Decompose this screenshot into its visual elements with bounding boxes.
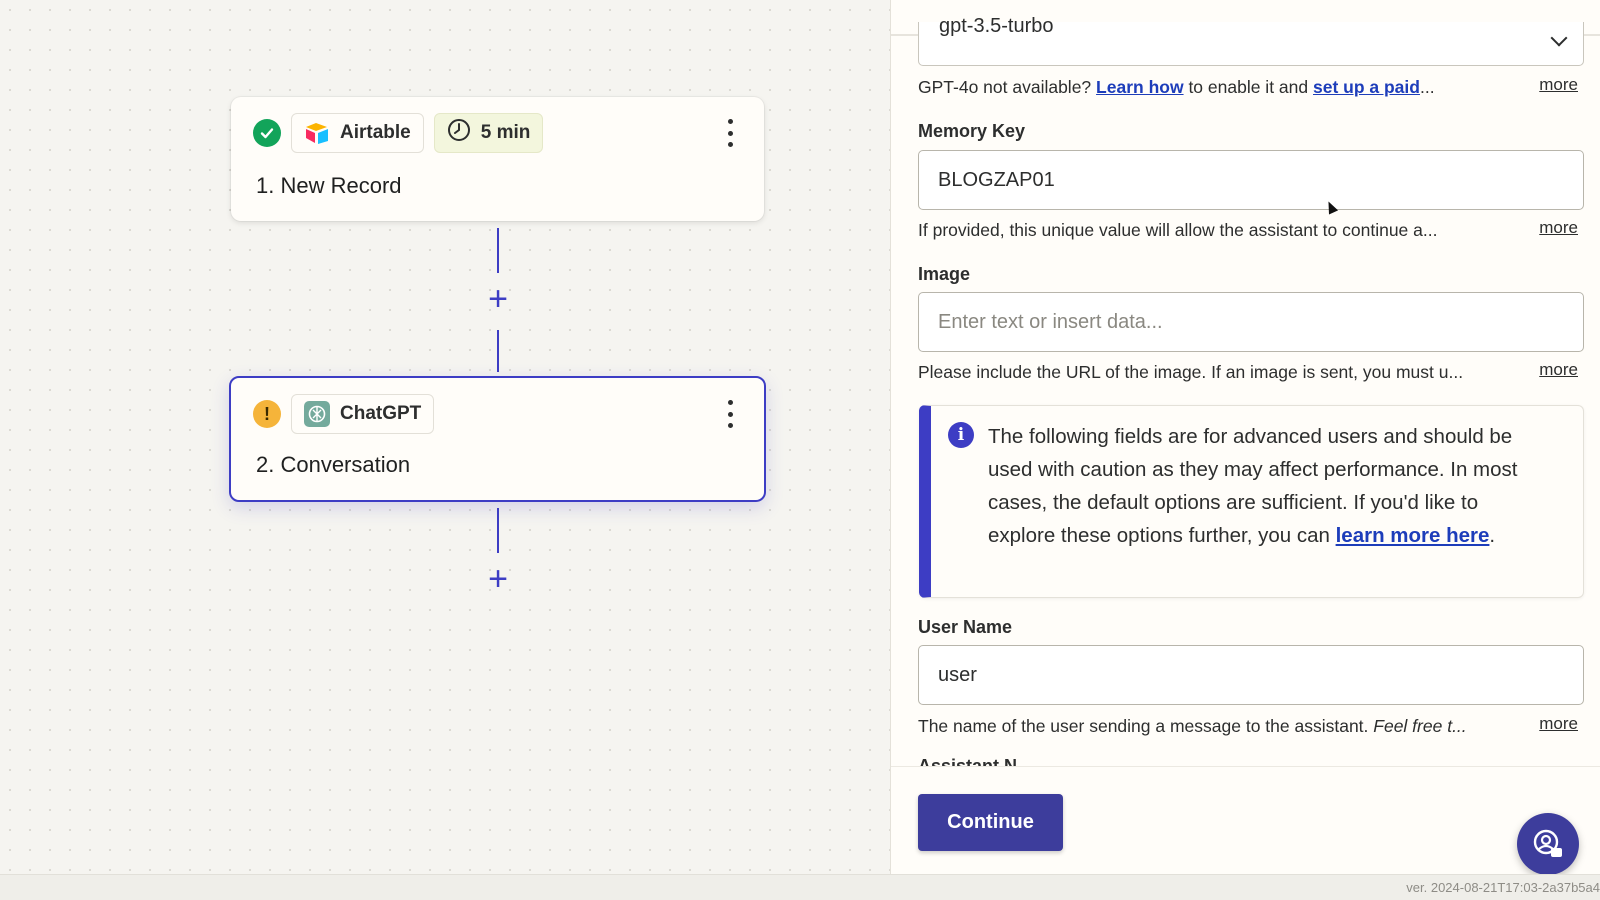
- step-config-panel: gpt-3.5-turbo GPT-4o not available? Lear…: [890, 0, 1600, 874]
- step-card-trigger[interactable]: Airtable 5 min 1. New Record: [231, 97, 764, 221]
- step-title: 2. Conversation: [256, 452, 411, 477]
- image-label: Image: [918, 264, 971, 284]
- clock-icon: [447, 118, 471, 148]
- callout-text: The following fields are for advanced us…: [988, 425, 1518, 547]
- step-card-header: Airtable 5 min: [253, 113, 544, 153]
- app-chip-airtable[interactable]: Airtable: [291, 113, 424, 153]
- panel-footer: Continue: [891, 766, 1600, 874]
- chevron-down-icon[interactable]: [1550, 29, 1568, 47]
- connector-line: [497, 508, 499, 553]
- version-label: ver. 2024-08-21T17:03-2a37b5a4: [1406, 880, 1600, 895]
- more-link[interactable]: more: [1539, 360, 1578, 379]
- memory-key-label: Memory Key: [918, 121, 1026, 141]
- more-link[interactable]: more: [1539, 75, 1578, 94]
- airtable-logo: [304, 120, 330, 146]
- support-chat-icon[interactable]: [1517, 813, 1579, 874]
- kebab-menu-icon[interactable]: [720, 396, 740, 432]
- app-name: ChatGPT: [340, 403, 422, 424]
- memory-key-input[interactable]: BLOGZAP01: [918, 150, 1584, 210]
- learn-how-link[interactable]: Learn how: [1096, 77, 1184, 97]
- app-name: Airtable: [340, 122, 411, 143]
- user-name-help: The name of the user sending a message t…: [918, 716, 1467, 736]
- exclamation-circle-icon: !: [253, 400, 281, 428]
- info-icon: i: [948, 422, 974, 448]
- model-select[interactable]: gpt-3.5-turbo: [918, 15, 1584, 66]
- kebab-menu-icon[interactable]: [720, 115, 740, 151]
- interval-label: 5 min: [480, 122, 531, 143]
- continue-button[interactable]: Continue: [918, 794, 1063, 851]
- polling-interval-chip[interactable]: 5 min: [433, 113, 544, 153]
- step-card-action[interactable]: ! ChatGPT 2. Conversation: [229, 376, 766, 502]
- more-link[interactable]: more: [1539, 714, 1578, 733]
- learn-more-here-link[interactable]: learn more here: [1335, 524, 1490, 547]
- check-circle-icon: [253, 119, 281, 147]
- more-link[interactable]: more: [1539, 218, 1578, 237]
- memory-key-help: If provided, this unique value will allo…: [918, 220, 1438, 240]
- set-up-paid-link[interactable]: set up a paid: [1313, 77, 1420, 97]
- plus-icon[interactable]: +: [488, 280, 508, 318]
- chatgpt-logo: [304, 401, 330, 427]
- connector-line: [497, 330, 499, 372]
- connector-line: [497, 228, 499, 273]
- user-name-label: User Name: [918, 617, 1013, 637]
- status-bar: ver. 2024-08-21T17:03-2a37b5a4: [0, 874, 1600, 900]
- image-input[interactable]: Enter text or insert data...: [918, 292, 1584, 352]
- zap-canvas[interactable]: Airtable 5 min 1. New Record + !: [0, 0, 890, 874]
- model-help-text: GPT-4o not available? Learn how to enabl…: [918, 77, 1435, 97]
- app-chip-chatgpt[interactable]: ChatGPT: [291, 394, 435, 434]
- step-title: 1. New Record: [256, 173, 402, 198]
- model-select-value: gpt-3.5-turbo: [939, 15, 1054, 37]
- plus-icon[interactable]: +: [488, 560, 508, 598]
- user-name-input[interactable]: user: [918, 645, 1584, 705]
- advanced-fields-callout: i The following fields are for advanced …: [919, 405, 1584, 598]
- step-card-header: ! ChatGPT: [253, 394, 435, 434]
- image-help: Please include the URL of the image. If …: [918, 362, 1464, 382]
